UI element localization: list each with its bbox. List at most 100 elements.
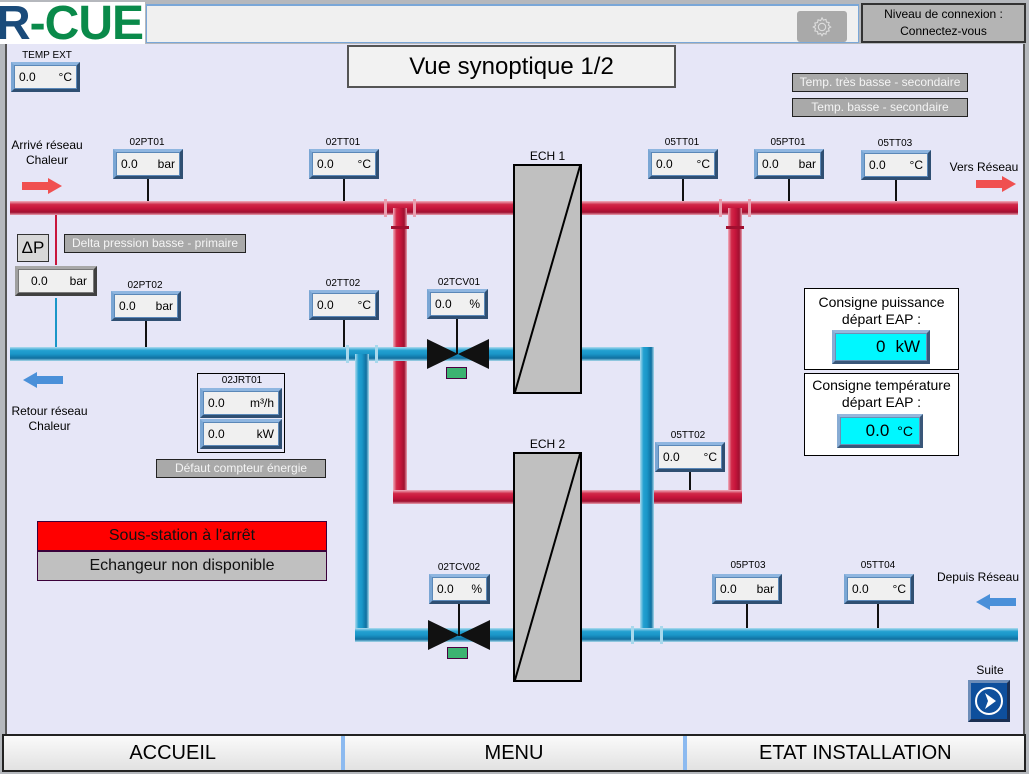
- settings-button[interactable]: [797, 11, 847, 42]
- sensor-unit: °C: [357, 157, 371, 171]
- sensor-02TT02-gauge[interactable]: 0.0°C: [309, 290, 379, 320]
- vers-reseau-label: Vers Réseau: [949, 160, 1019, 174]
- sensor-02TCV02-gauge[interactable]: 0.0%: [429, 574, 490, 604]
- alarm-defaut-compteur-energie: Défaut compteur énergie: [156, 459, 326, 478]
- cold-branch-pipe-left: [355, 354, 369, 642]
- sensor-stem: [147, 179, 149, 201]
- meter-flow-value: 0.0: [208, 396, 225, 410]
- bottom-nav: ACCUEIL MENU ETAT INSTALLATION: [2, 734, 1026, 772]
- consigne-temperature-input[interactable]: 0.0 °C: [837, 414, 923, 448]
- dp-cold-tap: [55, 298, 57, 347]
- sensor-unit: °C: [703, 450, 717, 464]
- sensor-05PT01-tag: 05PT01: [770, 137, 806, 148]
- sensor-02TT02-tag: 02TT02: [325, 278, 361, 289]
- sensor-value: 0.0: [869, 158, 886, 172]
- connection-status: Connectez-vous: [900, 24, 987, 38]
- cold-branch-pipe-right: [640, 347, 654, 642]
- connection-label: Niveau de connexion :: [884, 7, 1003, 21]
- meter-flow-unit: m³/h: [250, 396, 274, 410]
- meter-tag: 02JRT01: [221, 375, 263, 386]
- sensor-stem: [456, 319, 458, 354]
- sensor-unit: bar: [155, 299, 173, 313]
- status-echangeur: Echangeur non disponible: [37, 551, 327, 581]
- sensor-stem: [877, 604, 879, 628]
- connection-level-button[interactable]: Niveau de connexion : Connectez-vous: [861, 3, 1026, 43]
- sensor-unit: bar: [756, 582, 774, 596]
- sensor-value: 0.0: [762, 157, 779, 171]
- sensor-05TT02-gauge[interactable]: 0.0 °C: [655, 442, 725, 472]
- sensor-05TT04-gauge[interactable]: 0.0°C: [844, 574, 914, 604]
- alarm-temp-basse-secondaire: Temp. basse - secondaire: [792, 98, 968, 117]
- sensor-05PT03-gauge[interactable]: 0.0 bar: [712, 574, 782, 604]
- sensor-value: 0.0: [317, 157, 334, 171]
- meter-flow-gauge[interactable]: 0.0 m³/h: [200, 388, 282, 418]
- sensor-value: 0.0: [656, 157, 673, 171]
- sensor-unit: °C: [909, 158, 923, 172]
- suite-button[interactable]: [968, 680, 1010, 722]
- consigne-temperature-value: 0.0: [865, 421, 890, 440]
- sensor-02TT01-gauge[interactable]: 0.0 °C: [309, 149, 379, 179]
- next-arrow-icon: [975, 687, 1003, 715]
- sensor-05TT03-gauge[interactable]: 0.0 °C: [861, 150, 931, 180]
- sensor-02PT01-gauge[interactable]: 0.0 bar: [113, 149, 183, 179]
- cold-return-pipe: [10, 347, 650, 361]
- consigne-puissance-value: 0: [875, 337, 886, 356]
- consigne-temperature-label2: départ EAP :: [841, 394, 922, 410]
- arrow-left-cold-icon: [23, 372, 63, 388]
- sensor-02PT01-tag: 02PT01: [129, 137, 165, 148]
- hot-branch-pipe-right: [728, 208, 742, 503]
- delta-p-button[interactable]: ΔP: [17, 234, 49, 262]
- sensor-unit: bar: [798, 157, 816, 171]
- exchanger-ech2[interactable]: [513, 452, 582, 682]
- consigne-puissance-label2: départ EAP :: [841, 311, 922, 327]
- meter-power-unit: kW: [256, 427, 274, 441]
- sensor-02TCV01-gauge[interactable]: 0.0%: [427, 289, 488, 319]
- exchanger-ech1[interactable]: [513, 164, 582, 394]
- consigne-puissance-label1: Consigne puissance: [818, 294, 945, 310]
- nav-accueil-button[interactable]: ACCUEIL: [4, 736, 346, 770]
- arrow-right-hot-icon: [22, 178, 62, 194]
- temp-ext-tag: TEMP EXT: [22, 50, 72, 61]
- sensor-05TT04-tag: 05TT04: [860, 560, 896, 571]
- sensor-unit: %: [471, 582, 482, 596]
- sensor-05TT01-tag: 05TT01: [664, 137, 700, 148]
- valve-02TCV01-icon[interactable]: [427, 339, 489, 369]
- sensor-05TT01-gauge[interactable]: 0.0 °C: [648, 149, 718, 179]
- sensor-stem: [689, 472, 691, 490]
- exchanger-diagonal: [515, 454, 580, 680]
- top-bar: [146, 4, 859, 43]
- sensor-05TT03-tag: 05TT03: [877, 138, 913, 149]
- sensor-stem: [788, 179, 790, 201]
- sensor-unit: bar: [157, 157, 175, 171]
- nav-etat-installation-button[interactable]: ETAT INSTALLATION: [686, 736, 1024, 770]
- sensor-unit: °C: [696, 157, 710, 171]
- delta-p-value: 0.0: [31, 274, 48, 288]
- temp-ext-value: 0.0: [19, 70, 36, 84]
- sensor-value: 0.0: [720, 582, 737, 596]
- alarm-temp-tres-basse-secondaire: Temp. très basse - secondaire: [792, 73, 968, 92]
- sensor-02PT02-tag: 02PT02: [127, 280, 163, 291]
- sensor-stem: [746, 604, 748, 628]
- sensor-02PT02-gauge[interactable]: 0.0 bar: [111, 291, 181, 321]
- sensor-02TCV02-tag: 02TCV02: [437, 562, 481, 573]
- sensor-value: 0.0: [119, 299, 136, 313]
- exchanger-diagonal: [515, 166, 580, 392]
- logo-r: R: [0, 2, 31, 44]
- gear-icon: [812, 16, 832, 37]
- valve-02TCV02-icon[interactable]: [428, 620, 490, 650]
- sensor-05PT01-gauge[interactable]: 0.0 bar: [754, 149, 824, 179]
- alarm-delta-pression-basse-primaire: Delta pression basse - primaire: [64, 234, 246, 253]
- sensor-stem: [895, 180, 897, 201]
- temp-ext-gauge: 0.0°C: [11, 62, 80, 92]
- logo-rest: -CUE: [29, 2, 144, 44]
- sensor-unit: °C: [892, 582, 906, 596]
- consigne-temperature-unit: °C: [897, 423, 913, 439]
- nav-menu-button[interactable]: MENU: [345, 736, 687, 770]
- sensor-value: 0.0: [663, 450, 680, 464]
- sensor-value: 0.0: [121, 157, 138, 171]
